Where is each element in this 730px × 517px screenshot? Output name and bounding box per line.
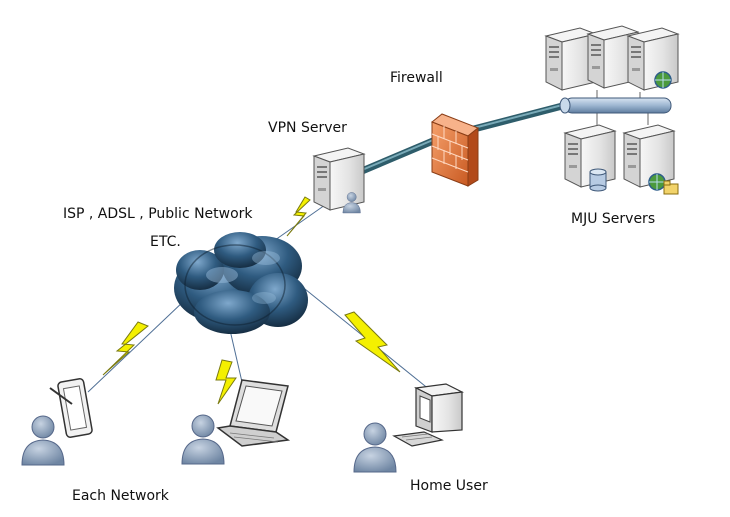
folder-icon [663,180,679,195]
laptop-icon [216,379,291,447]
lightning-icon [286,196,311,237]
user-icon [21,415,65,466]
network-bus-icon [559,97,672,114]
user-icon [181,414,225,465]
database-icon [589,168,607,192]
lightning-icon [344,311,401,373]
user-icon [353,422,397,473]
vpn-server-label: VPN Server [268,120,347,136]
mju-servers-label: MJU Servers [571,211,656,227]
lightning-icon [215,359,237,405]
vpn-server-icon [313,147,365,214]
lightning-icon [102,321,149,376]
firewall-icon [431,113,479,187]
vpn-tunnel-highlight [469,102,571,130]
vpn-tunnel-highlight [361,136,441,171]
desktop-icon [392,383,465,447]
each-network-label: Each Network [72,488,169,504]
home-user-label: Home User [410,478,488,494]
isp-label-etc: ETC. [150,234,181,250]
link-line [87,299,186,393]
cloud-icon [174,232,308,334]
globe-icon [654,71,672,89]
firewall-label: Firewall [390,70,443,86]
isp-label: ISP , ADSL , Public Network [63,206,253,222]
server-icon [623,124,675,188]
globe-icon [648,173,666,191]
tablet-icon [49,378,93,438]
